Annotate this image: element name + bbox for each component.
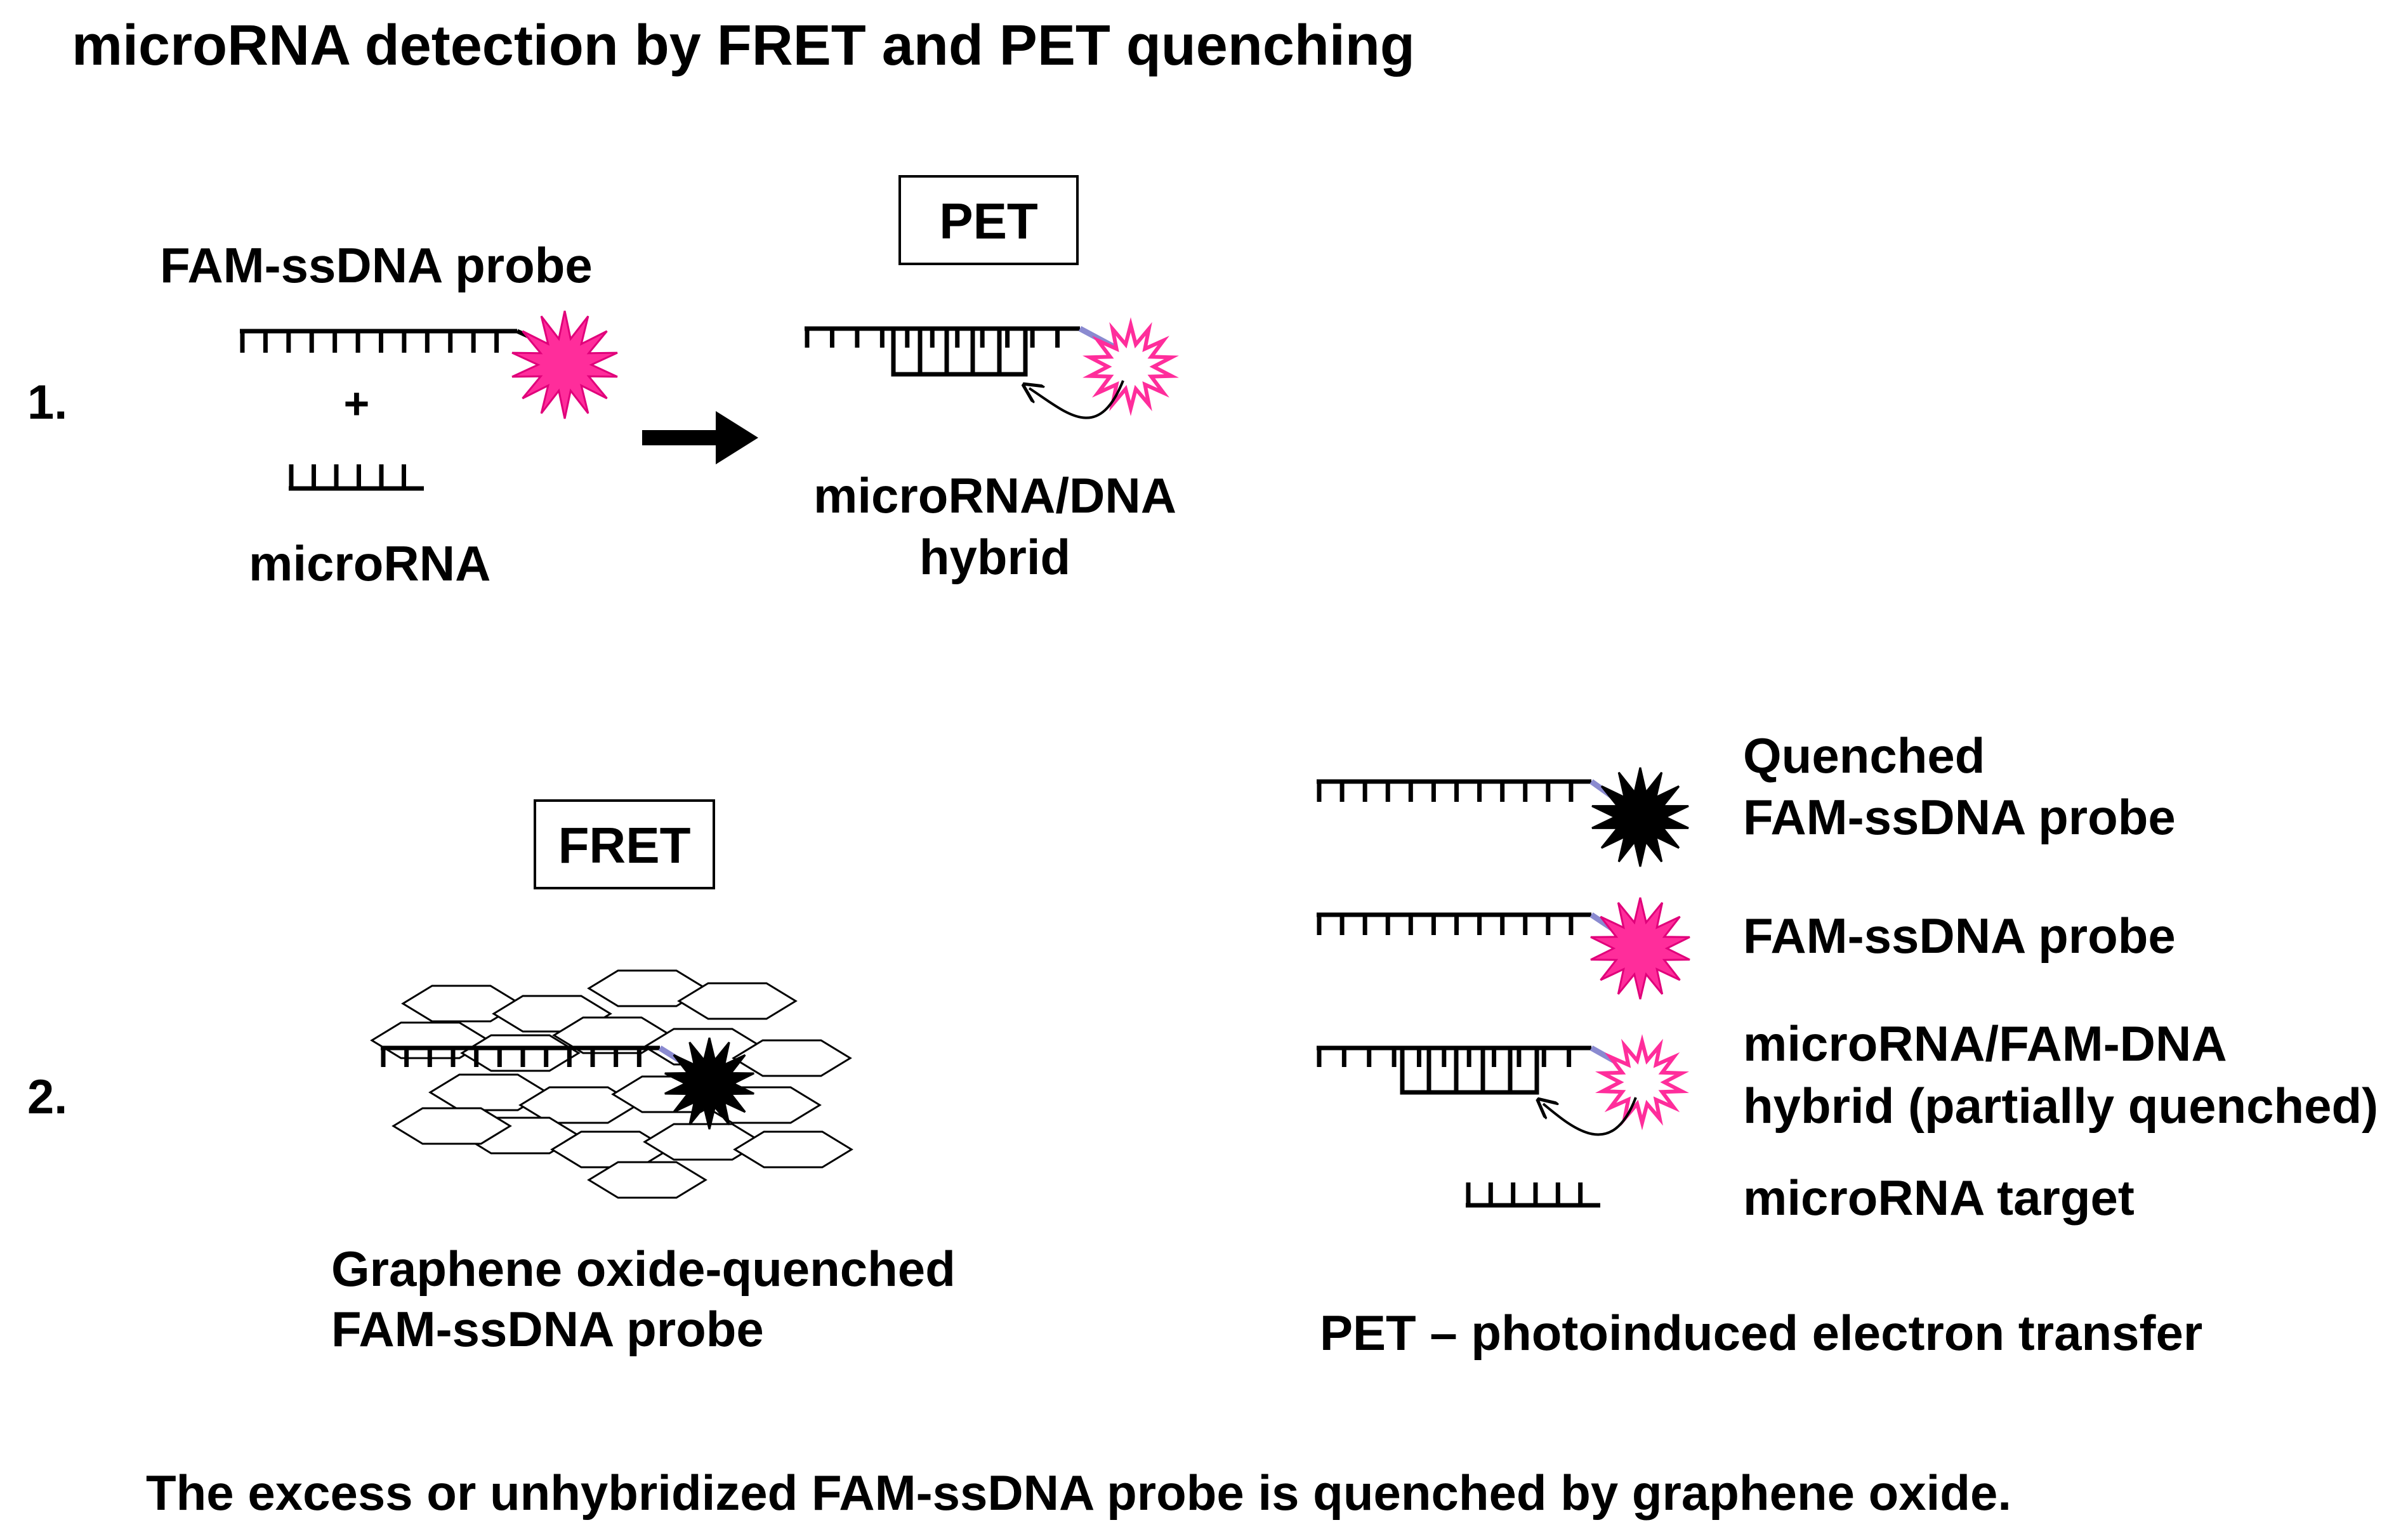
fret-box [534,799,715,889]
step-1-number: 1. [27,376,67,429]
step-2-number: 2. [27,1070,67,1124]
graphene-label-line2: FAM-ssDNA probe [331,1301,764,1357]
fam-fluorophore-bright [511,310,618,419]
graphene-hexagon [460,1034,581,1072]
pet-transfer-arrow [1029,380,1124,419]
hybrid-probe-strand [805,326,1080,348]
diagram-title: microRNA detection by FRET and PET quenc… [72,14,1415,77]
plus-sign: + [344,379,370,428]
graphene-hexagon [677,982,798,1020]
adsorbed-probe-strand [381,1045,660,1067]
graphene-hexagon [587,1161,707,1199]
hybrid-microrna-strand [891,326,1028,377]
pet-box [898,175,1079,265]
reaction-arrow [642,411,758,464]
fam-fluorophore-quenched-graphene [664,1037,754,1130]
fam-fluorophore-partial [1082,317,1179,416]
probe-label: FAM-ssDNA probe [160,237,593,293]
legend-probe-label: FAM-ssDNA probe [1743,908,2176,964]
graphene-label-line1: Graphene oxide-quenched [331,1241,956,1297]
pet-box-label: PET [939,193,1038,249]
hybrid-label-line1: microRNA/DNA [813,468,1176,523]
legend-partial-fam [1595,1034,1689,1130]
graphene-oxide-sheet [370,969,853,1199]
microrna-strand [289,464,424,491]
legend-probe-strand [1317,912,1591,935]
hybrid-label-line2: hybrid [919,529,1070,585]
legend-pet-arrow [1543,1097,1637,1136]
graphene-hexagon [733,1130,853,1169]
legend-quenched-line1: Quenched [1743,728,1985,783]
legend-microrna-strand [1466,1182,1600,1208]
legend-bright-fam [1590,897,1690,1000]
legend-quenched-line2: FAM-ssDNA probe [1743,789,2176,845]
microrna-label: microRNA [249,535,490,591]
legend-quenched-fam [1591,767,1689,867]
legend-target-label: microRNA target [1743,1170,2135,1226]
legend-hybrid-line1: microRNA/FAM-DNA [1743,1016,2227,1071]
graphene-hexagon [391,1107,512,1145]
pet-definition: PET – photoinduced electron transfer [1320,1305,2202,1361]
legend-hybrid-microrna-strand [1400,1045,1539,1095]
legend-quenched-strand [1317,779,1591,802]
graphene-hexagon [732,1039,852,1077]
fret-box-label: FRET [558,817,691,874]
ssdna-probe-strand [240,329,517,353]
footer-note: The excess or unhybridized FAM-ssDNA pro… [146,1465,2011,1521]
legend-hybrid-line2: hybrid (partially quenched) [1743,1078,2378,1134]
